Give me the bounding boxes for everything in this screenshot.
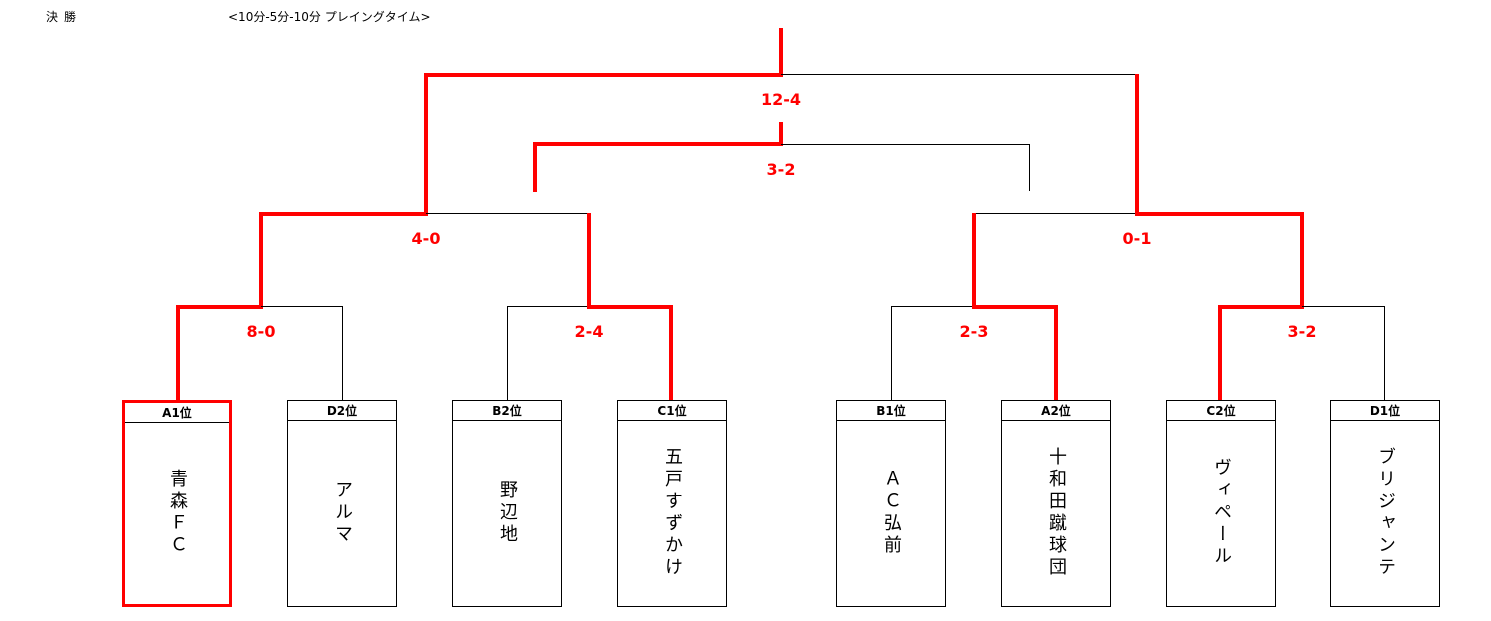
- team-seed: B2位: [453, 401, 561, 421]
- qf3-up: [972, 213, 976, 307]
- qf1-team-b-up: [342, 306, 343, 400]
- qf2-up: [587, 213, 591, 307]
- team-seed: D2位: [288, 401, 396, 421]
- qf4-line-left: [1218, 305, 1304, 309]
- score-qf1: 8-0: [246, 322, 276, 341]
- bracket-title: 決勝: [46, 10, 83, 24]
- qf2-team-a-up: [507, 306, 508, 400]
- team-seed: A1位: [125, 403, 229, 423]
- team-card: C1位 五戸すずかけ: [617, 400, 727, 607]
- semi-left-up: [424, 73, 428, 215]
- score-qf3: 2-3: [959, 322, 989, 341]
- qf1-up: [259, 212, 263, 308]
- team-name: 青森ＦＣ: [167, 468, 188, 557]
- semi-right-line-right: [1135, 212, 1304, 216]
- semi-left-line-left: [259, 212, 428, 216]
- third-place-right-down: [1029, 144, 1030, 191]
- team-seed: A2位: [1002, 401, 1110, 421]
- third-place-stem: [779, 122, 783, 146]
- team-card: A1位 青森ＦＣ: [122, 400, 232, 607]
- score-qf4: 3-2: [1287, 322, 1317, 341]
- team-seed: C2位: [1167, 401, 1275, 421]
- team-card: C2位 ヴィペール: [1166, 400, 1276, 607]
- score-third-place: 3-2: [766, 160, 796, 179]
- team-card: B2位 野辺地: [452, 400, 562, 607]
- team-name: ヴィペール: [1211, 457, 1232, 568]
- team-name: アルマ: [332, 479, 353, 546]
- third-place-left-down: [533, 142, 537, 192]
- third-place-line-left: [533, 142, 783, 146]
- score-semi-right: 0-1: [1122, 229, 1152, 248]
- team-name: ＡＣ弘前: [881, 468, 902, 557]
- qf3-team-a-up: [891, 306, 892, 400]
- playing-time-rule: <10分-5分-10分 プレイングタイム>: [228, 10, 431, 24]
- qf2-team-b-up: [669, 305, 673, 400]
- team-name: 野辺地: [497, 479, 518, 546]
- champion-line: [779, 28, 783, 75]
- team-name: 五戸すずかけ: [662, 446, 683, 579]
- qf2-line-left: [507, 306, 589, 307]
- qf3-line-left: [891, 306, 973, 307]
- qf4-up: [1300, 212, 1304, 307]
- qf4-team-b-up: [1384, 306, 1385, 400]
- team-card: A2位 十和田蹴球団: [1001, 400, 1111, 607]
- score-final: 12-4: [760, 90, 802, 109]
- semi-right-up: [1135, 74, 1139, 214]
- qf1-team-a-up: [176, 305, 180, 400]
- semi-left-line-right: [426, 213, 590, 214]
- team-name: ブリジャンテ: [1375, 446, 1396, 579]
- team-seed: B1位: [837, 401, 945, 421]
- semi-right-line-left: [972, 213, 1137, 214]
- qf1-line-right: [261, 306, 343, 307]
- score-semi-left: 4-0: [411, 229, 441, 248]
- qf3-line-right: [972, 305, 1058, 309]
- third-place-line-right: [781, 144, 1030, 145]
- team-seed: D1位: [1331, 401, 1439, 421]
- qf3-team-b-up: [1054, 305, 1058, 400]
- team-name: 十和田蹴球団: [1046, 446, 1067, 579]
- score-qf2: 2-4: [574, 322, 604, 341]
- team-card: D2位 アルマ: [287, 400, 397, 607]
- team-card: B1位 ＡＣ弘前: [836, 400, 946, 607]
- qf4-team-a-up: [1218, 305, 1222, 400]
- final-line-left: [424, 73, 783, 77]
- team-card: D1位 ブリジャンテ: [1330, 400, 1440, 607]
- final-line-right: [781, 74, 1137, 75]
- qf4-line-right: [1302, 306, 1385, 307]
- qf1-line-left: [176, 305, 263, 309]
- qf2-line-right: [587, 305, 673, 309]
- team-seed: C1位: [618, 401, 726, 421]
